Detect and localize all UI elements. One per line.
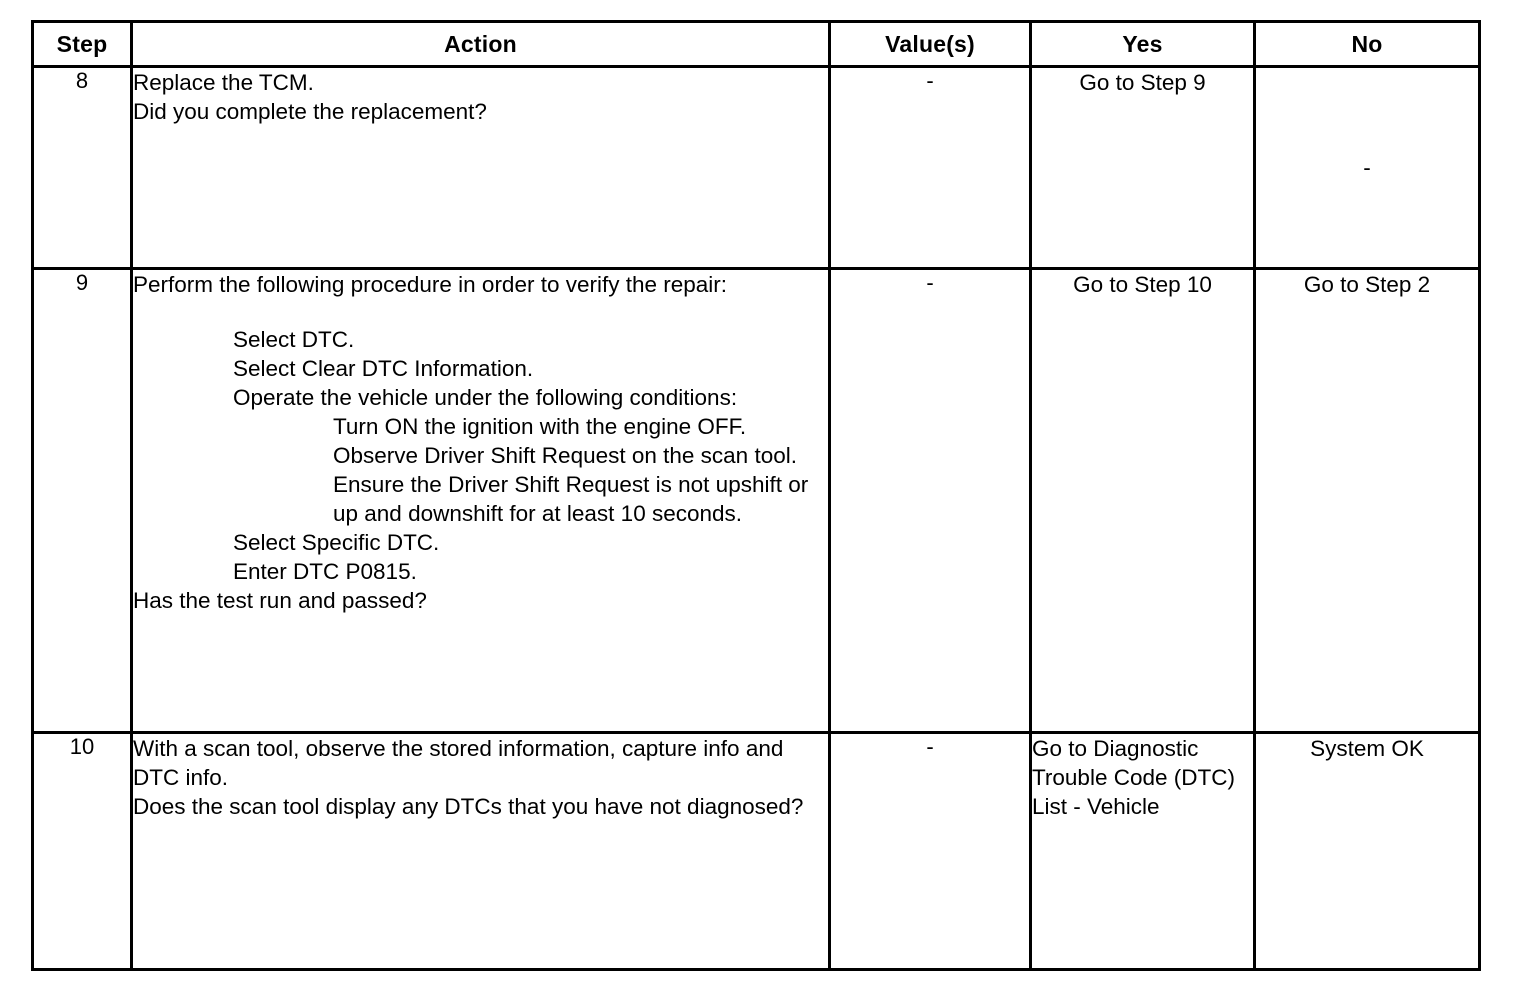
table-row: 10 With a scan tool, observe the stored … [31,731,1481,971]
yes-cell: Go to Step 10 [1029,267,1256,734]
action-cell: Replace the TCM. Did you complete the re… [130,65,831,270]
action-cell: With a scan tool, observe the stored inf… [130,731,831,971]
action-substep: Turn ON the ignition with the engine OFF… [333,414,747,440]
no-cell: - [1253,65,1481,270]
column-header-step: Step [31,20,133,68]
column-header-value: Value(s) [828,20,1032,68]
step-number-cell: 10 [31,731,133,971]
column-header-no: No [1253,20,1481,68]
value-cell: - [828,65,1032,270]
table-header-row: Step Action Value(s) Yes No [31,20,1481,68]
action-substep: Operate the vehicle under the following … [233,385,738,411]
yes-cell: Go to Step 9 [1029,65,1256,270]
value-cell: - [828,731,1032,971]
action-intro-text: Replace the TCM. [133,70,314,95]
action-cell: Perform the following procedure in order… [130,267,831,734]
action-substep: Observe Driver Shift Request on the scan… [333,443,797,469]
no-cell: Go to Step 2 [1253,267,1481,734]
column-header-yes: Yes [1029,20,1256,68]
yes-cell: Go to Diagnostic Trouble Code (DTC) List… [1029,731,1256,971]
action-intro-text: Perform the following procedure in order… [133,272,728,297]
column-header-action: Action [130,20,831,68]
no-cell: System OK [1253,731,1481,971]
action-question-text: Does the scan tool display any DTCs that… [133,794,804,820]
table-row: 9 Perform the following procedure in ord… [31,267,1481,734]
action-substep: Enter DTC P0815. [233,559,417,585]
action-question-text: Did you complete the replacement? [133,99,487,125]
value-cell: - [828,267,1032,734]
action-intro-text: With a scan tool, observe the stored inf… [133,736,784,791]
diagnostic-procedure-table: Step Action Value(s) Yes No 8 Replace th… [31,20,1481,971]
action-substep: Ensure the Driver Shift Request is not u… [333,472,809,527]
step-number-cell: 8 [31,65,133,270]
step-number-cell: 9 [31,267,133,734]
action-substep: Select Specific DTC. [233,530,440,556]
table-row: 8 Replace the TCM. Did you complete the … [31,65,1481,270]
action-substep: Select Clear DTC Information. [233,356,534,382]
action-substep: Select DTC. [233,327,355,353]
action-question-text: Has the test run and passed? [133,588,427,614]
